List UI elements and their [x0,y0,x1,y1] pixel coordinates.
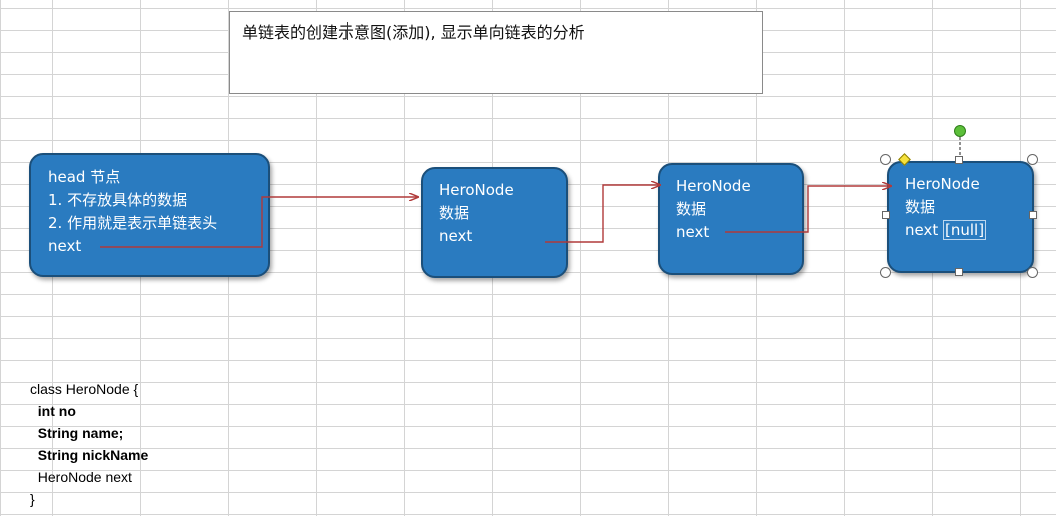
resize-handle-right[interactable] [1029,211,1037,219]
code-line: class HeroNode { [30,381,139,397]
hero-node-label: HeroNode [905,175,980,193]
hero-node-next-line: next [null] [905,219,1032,242]
hero-node-box[interactable]: HeroNode 数据 next [658,163,804,275]
hero-node-data: 数据 [905,198,936,216]
hero-node-label: HeroNode [439,181,514,199]
code-line: String nickName [30,447,149,463]
null-value: [null] [943,220,987,240]
head-node-note-2: 2. 作用就是表示单链表头 [48,214,218,232]
resize-handle-top-left[interactable] [880,154,891,165]
hero-node-next: next [676,223,710,241]
resize-handle-top-right[interactable] [1027,154,1038,165]
title-text: 单链表的创建示意图(添加), 显示单向链表的分析 [242,23,585,42]
resize-handle-bottom-right[interactable] [1027,267,1038,278]
resize-handle-bottom-left[interactable] [880,267,891,278]
head-node-note-1: 1. 不存放具体的数据 [48,191,188,209]
head-node-title: head 节点 [48,168,121,186]
hero-node-data: 数据 [676,200,707,218]
code-line: String name; [30,425,124,441]
head-node-box[interactable]: head 节点 1. 不存放具体的数据 2. 作用就是表示单链表头 next [29,153,270,277]
head-node-next: next [48,237,82,255]
hero-node-label: HeroNode [676,177,751,195]
text-cursor [347,22,348,40]
resize-handle-left[interactable] [882,211,890,219]
hero-node-class-code: class HeroNode { int no String name; Str… [30,378,148,510]
hero-node-box[interactable]: HeroNode 数据 next [421,167,568,278]
rotate-handle[interactable] [954,125,966,137]
hero-node-next: next [905,221,943,239]
resize-handle-top[interactable] [955,156,963,164]
title-text-box[interactable]: 单链表的创建示意图(添加), 显示单向链表的分析 [229,11,763,94]
hero-node-data: 数据 [439,204,470,222]
code-line: } [30,491,35,507]
resize-handle-bottom[interactable] [955,268,963,276]
code-line: int no [30,403,76,419]
hero-node-box-selected[interactable]: HeroNode 数据 next [null] [887,161,1034,273]
hero-node-next: next [439,227,473,245]
code-line: HeroNode next [30,469,132,485]
